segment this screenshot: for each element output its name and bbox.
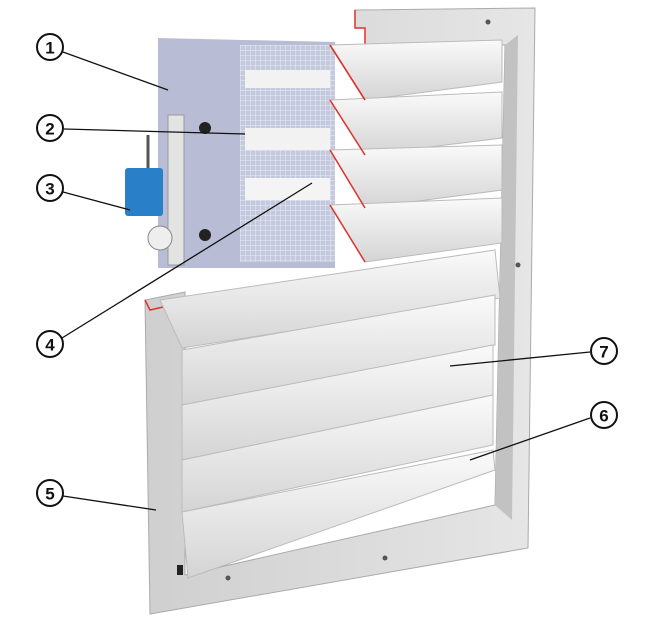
- lower-slats: [159, 249, 501, 579]
- callout-4: 4: [36, 330, 64, 358]
- callout-3: 3: [36, 174, 64, 202]
- svg-text:5: 5: [45, 485, 54, 504]
- callout-1: 1: [36, 33, 64, 61]
- svg-text:1: 1: [45, 39, 54, 58]
- svg-text:7: 7: [599, 343, 608, 362]
- damper-blade: [245, 128, 330, 150]
- leader-lines: [61, 51, 591, 511]
- svg-text:6: 6: [599, 407, 608, 426]
- louver-frame: [144, 7, 536, 615]
- callout-2: 2: [36, 114, 64, 142]
- damper-back-panel: [158, 38, 335, 268]
- upper-slats: [329, 39, 503, 263]
- callout-5: 5: [36, 479, 64, 507]
- damper-blade: [245, 70, 330, 88]
- callout-7: 7: [590, 337, 618, 365]
- svg-text:3: 3: [45, 180, 54, 199]
- damper-blade: [245, 178, 330, 200]
- svg-text:2: 2: [45, 120, 54, 139]
- callout-6: 6: [590, 401, 618, 429]
- actuator: [125, 114, 211, 266]
- actuator-motor: [125, 168, 163, 216]
- svg-text:4: 4: [45, 336, 55, 355]
